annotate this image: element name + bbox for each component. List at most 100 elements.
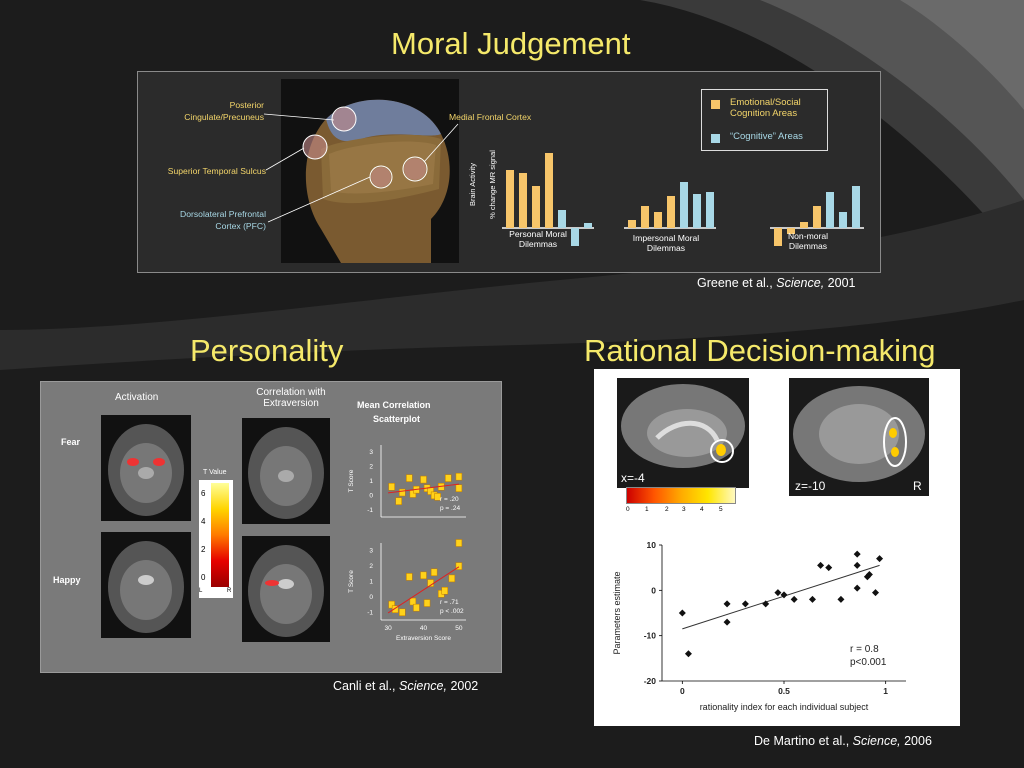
fear-correlation-slice (242, 418, 330, 524)
col-activation: Activation (115, 392, 159, 403)
rational-xtick: 0.5 (778, 686, 790, 696)
colorbar-tick-4: 4 (201, 517, 206, 526)
scatter-point-11 (441, 586, 448, 595)
moral-bar-g2-s1-1 (839, 212, 847, 228)
rational-point-18 (872, 589, 879, 597)
rational-point-3 (723, 618, 731, 626)
scatter-point-1 (391, 605, 399, 613)
label-posterior: Posterior (229, 100, 264, 110)
scatter-ytick: 0 (369, 492, 373, 499)
row-happy: Happy (53, 575, 81, 585)
moral-bar-g2-s1-2 (852, 186, 860, 228)
scatter-point-12 (445, 474, 452, 482)
scatter-fit-line (387, 566, 460, 614)
sagittal-slice: x=-4 (617, 378, 749, 488)
label-cortex-pfc: Cortex (PFC) (215, 221, 266, 231)
scatter-ytick: -1 (367, 507, 373, 514)
col-correlation: Correlation with (256, 387, 326, 398)
scatter-xtick: 40 (420, 625, 428, 632)
rational-point-5 (762, 600, 770, 608)
colorbar-title: T Value (203, 469, 227, 476)
scatter-ylabel: T Score (348, 570, 355, 593)
moral-bar-g1-s1-1 (693, 194, 701, 228)
group-label-impersonal: Impersonal Moral (632, 233, 700, 243)
moral-judgement-figure: Posterior Cingulate/Precuneus Superior T… (137, 71, 881, 273)
scatter-point-6 (420, 571, 427, 580)
scatter-xtick: 50 (455, 625, 463, 632)
citation-year: 2006 (904, 734, 932, 748)
scatter-point-5 (413, 603, 420, 612)
scatter-xtick: 30 (384, 625, 392, 632)
citation-year: 2002 (450, 679, 479, 693)
colorbar-tick-0: 0 (201, 573, 206, 582)
scatter-point-13 (455, 472, 463, 481)
moral-bar-g1-s1-0 (680, 182, 688, 228)
scatter-point-12 (448, 574, 456, 583)
citation-journal: Science, (399, 679, 447, 693)
scatter-point-14 (455, 539, 463, 547)
colorbar-left-L: L (199, 588, 203, 594)
rational-xtick: 1 (883, 686, 888, 696)
citation-journal: Science, (852, 734, 901, 748)
citation-authors: De Martino et al., (754, 734, 850, 748)
moral-bar-chart (502, 153, 864, 246)
greene-citation: Greene et al., Science, 2001 (697, 276, 855, 290)
rational-point-7 (780, 591, 788, 599)
rational-point-14 (853, 561, 861, 569)
heat-tick-5: 5 (719, 506, 723, 513)
colorbar-gradient (211, 483, 229, 587)
scatter-point-2 (399, 608, 406, 617)
rational-point-0 (678, 609, 686, 617)
moral-ylabel-line2: % change MR signal (487, 150, 497, 219)
scatter-xlabel: Extraversion Score (396, 635, 451, 642)
brain-label-leaders (263, 113, 459, 223)
rational-xtick: 0 (680, 686, 685, 696)
rational-point-16 (863, 573, 871, 581)
scatter-ytick: 1 (369, 478, 373, 485)
rational-xlabel: rationality index for each individual su… (700, 702, 869, 712)
rational-point-2 (723, 600, 731, 608)
moral-bar-g0-s1-0 (558, 210, 566, 228)
sagittal-label: x=-4 (621, 471, 645, 485)
legend-swatch-cognitive (711, 134, 720, 143)
scatter-ytick: 1 (369, 579, 373, 586)
moral-bar-g1-s0-3 (667, 196, 675, 228)
canli-citation: Canli et al., Science, 2002 (333, 679, 478, 693)
rational-point-6 (774, 589, 782, 597)
scatter-title-2: Scatterplot (373, 414, 421, 424)
legend-swatch-emotional (711, 100, 720, 109)
heat-tick-0: 0 (626, 506, 630, 513)
rational-point-8 (790, 595, 798, 603)
moral-legend: Emotional/Social Cognition Areas “Cognit… (701, 89, 828, 151)
legend-emotional-label: Emotional/Social (730, 97, 801, 108)
scatter-point-7 (423, 599, 431, 607)
demartino-citation: De Martino et al., Science, 2006 (754, 734, 932, 748)
scatter-point-3 (406, 474, 413, 482)
moral-bar-g2-s1-0 (826, 192, 834, 228)
heat-tick-3: 3 (682, 506, 686, 513)
moral-bar-g0-s0-3 (545, 153, 553, 228)
group-label-nonmoral-2: Dilemmas (788, 241, 828, 251)
colorbar-tick-2: 2 (201, 545, 206, 554)
legend-emotional-label-2: Cognition Areas (730, 108, 798, 119)
scatter-point-2 (399, 488, 406, 497)
scatter-ytick: 3 (369, 449, 373, 456)
scatter-point-4 (409, 490, 417, 498)
scatter-r-stat: r = .71 (440, 599, 459, 606)
rational-point-1 (684, 650, 692, 658)
scatter-point-14 (455, 484, 463, 492)
rational-ytick: -10 (644, 631, 657, 641)
scatter-r-stat: r = .20 (440, 496, 459, 503)
label-superior-temporal-sulcus: Superior Temporal Sulcus (167, 166, 266, 176)
row-fear: Fear (61, 437, 81, 447)
rational-point-13 (853, 550, 861, 558)
rational-point-4 (741, 600, 749, 608)
moral-bar-g1-s0-0 (628, 220, 636, 228)
rational-ytick: 0 (651, 585, 656, 595)
moral-bar-g1-s1-2 (706, 192, 714, 228)
citation-authors: Greene et al., (697, 276, 773, 290)
axial-slice: z=-10 R (789, 378, 929, 496)
